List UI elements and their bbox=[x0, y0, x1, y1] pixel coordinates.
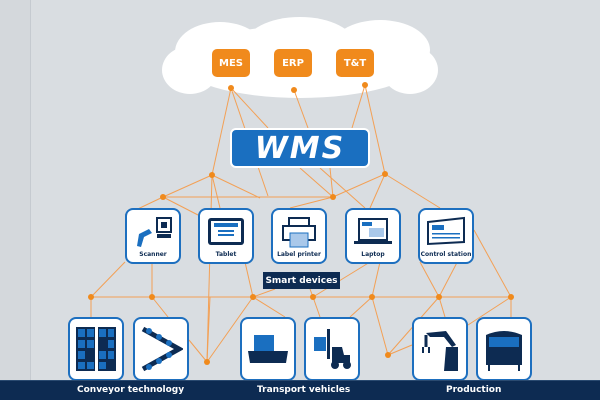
robot-arm-icon bbox=[422, 331, 458, 371]
device-label: Label printer bbox=[277, 251, 321, 258]
printer-icon bbox=[282, 217, 316, 248]
control-station-icon bbox=[427, 216, 465, 246]
scanner-icon bbox=[137, 217, 172, 247]
agv-icon bbox=[248, 335, 288, 363]
device-label-printer: Label printer bbox=[271, 208, 327, 264]
conveyor-icon bbox=[141, 326, 183, 372]
forklift-icon bbox=[314, 329, 351, 369]
machine-box bbox=[476, 317, 532, 381]
wms-logo: WMS bbox=[230, 128, 370, 168]
category-conveyor-technology: Conveyor technology bbox=[77, 385, 185, 395]
shelving-icon bbox=[76, 327, 116, 371]
category-bar: Conveyor technology Transport vehicles P… bbox=[0, 380, 600, 400]
robot-arm-box bbox=[412, 317, 468, 381]
device-label: Tablet bbox=[215, 251, 237, 258]
device-label: Scanner bbox=[139, 251, 167, 258]
conveyor-box bbox=[133, 317, 189, 381]
device-label: Control station bbox=[420, 251, 472, 258]
system-erp: ERP bbox=[274, 49, 312, 77]
device-tablet: Tablet bbox=[198, 208, 254, 264]
category-transport-vehicles: Transport vehicles bbox=[257, 385, 351, 395]
system-tt: T&T bbox=[336, 49, 374, 77]
tablet-icon bbox=[208, 218, 244, 245]
device-label: Laptop bbox=[361, 251, 385, 258]
network-nodes bbox=[88, 82, 514, 365]
device-control-station: Control station bbox=[418, 208, 474, 264]
smart-devices-label: Smart devices bbox=[263, 272, 340, 289]
laptop-icon bbox=[354, 218, 392, 244]
machine-icon bbox=[486, 331, 522, 371]
shelf-storage-box bbox=[68, 317, 124, 381]
left-strip bbox=[0, 0, 31, 400]
category-production: Production bbox=[446, 385, 502, 395]
device-scanner: Scanner bbox=[125, 208, 181, 264]
system-mes: MES bbox=[212, 49, 250, 77]
device-laptop: Laptop bbox=[345, 208, 401, 264]
forklift-box bbox=[304, 317, 360, 381]
agv-box bbox=[240, 317, 296, 381]
